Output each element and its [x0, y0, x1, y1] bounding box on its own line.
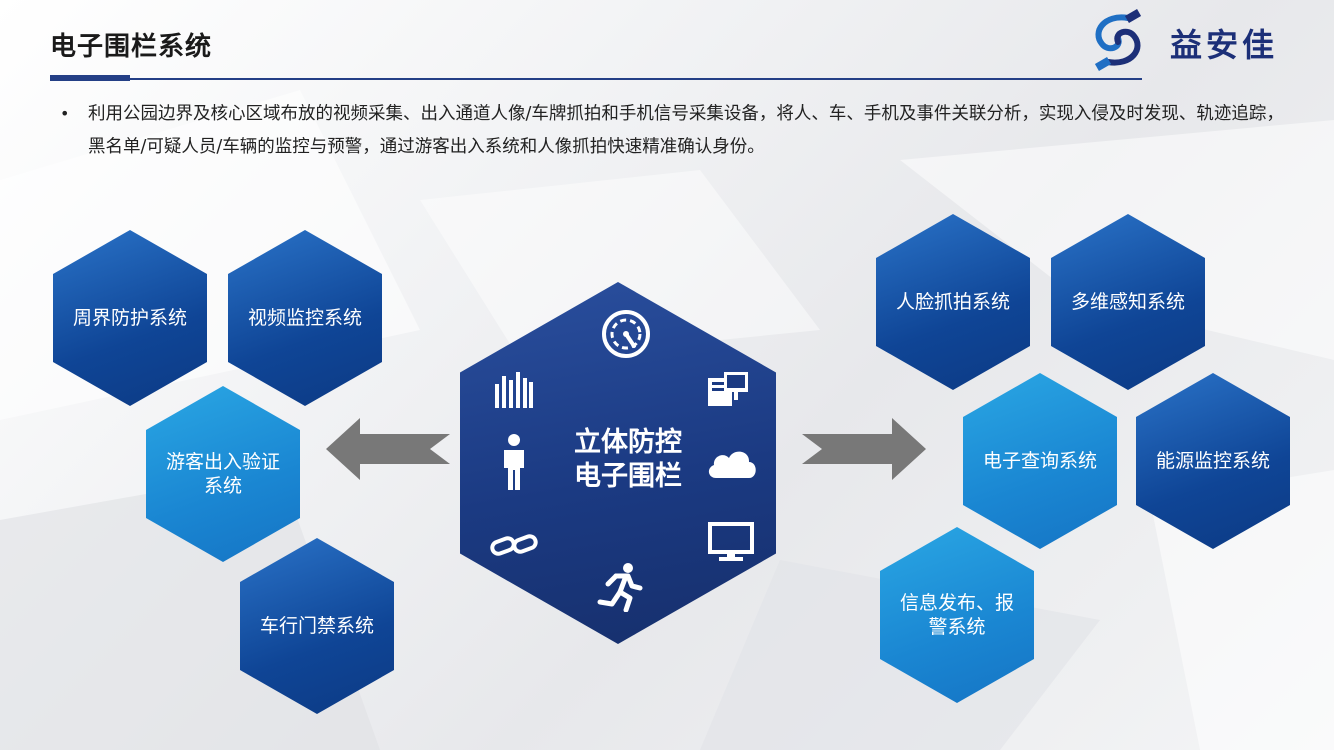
hex-perimeter-protection: 周界防护系统 — [53, 230, 207, 406]
bar-chart-icon — [495, 372, 533, 408]
center-title-line1: 立体防控 — [574, 427, 682, 458]
gauge-icon — [602, 310, 650, 358]
center-title: 立体防控 电子围栏 — [560, 426, 696, 494]
hex-face-capture: 人脸抓拍系统 — [876, 214, 1030, 390]
person-icon — [504, 434, 524, 490]
cloud-icon — [708, 451, 756, 478]
title-underline-accent — [50, 75, 130, 81]
computer-icon — [708, 372, 748, 406]
arrow-left-icon — [326, 418, 450, 480]
company-logo-text: 益安佳 — [1170, 26, 1279, 64]
intro-paragraph: 利用公园边界及核心区域布放的视频采集、出入通道人像/车牌抓拍和手机信号采集设备，… — [88, 104, 1284, 157]
hex-video-surveillance: 视频监控系统 — [228, 230, 382, 406]
company-logo-icon — [1094, 9, 1142, 71]
running-person-icon — [597, 563, 643, 612]
bullet-marker: • — [60, 104, 70, 123]
title-underline — [50, 78, 1142, 80]
page-title: 电子围栏系统 — [50, 32, 213, 62]
monitor-icon — [708, 522, 754, 561]
center-title-line2: 电子围栏 — [574, 461, 682, 492]
link-icon — [490, 534, 538, 556]
arrow-right-icon — [802, 418, 926, 480]
